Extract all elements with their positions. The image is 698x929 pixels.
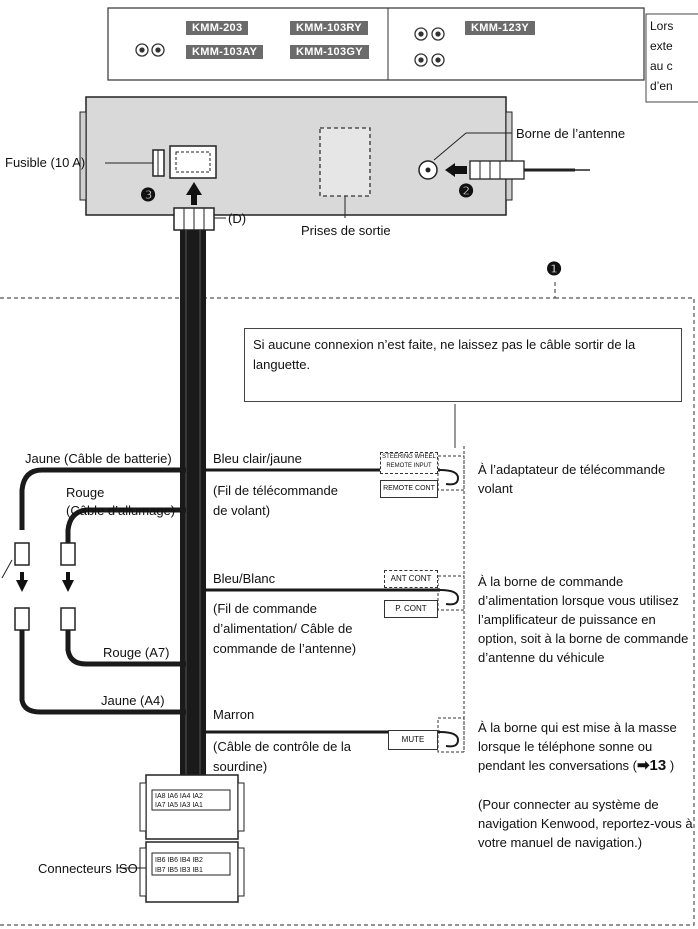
label-brown: Marron <box>213 707 255 722</box>
note-text: Si aucune connexion n’est faite, ne lais… <box>253 337 636 372</box>
label-blue-white: Bleu/Blanc <box>213 571 276 586</box>
fuse-label: Fusible (10 A) <box>5 155 86 170</box>
label-yellow-a4: Jaune (A4) <box>101 693 165 708</box>
jack-icons-right <box>414 27 445 67</box>
model-kmm-203: KMM-203 <box>186 21 249 35</box>
tag-remote-cont: REMOTE CONT <box>380 480 438 498</box>
label-yellow-battery: Jaune (Câble de batterie) <box>25 451 172 466</box>
side-note-line-3: au c <box>650 59 673 73</box>
yellow-battery-wire <box>19 467 186 530</box>
sleeve-mute <box>437 717 465 753</box>
yellow-a4-wire <box>19 630 186 715</box>
tag-steering-line-1: STEERING WHEEL <box>382 454 436 460</box>
tag-steering-line-2: REMOTE INPUT <box>386 463 432 469</box>
dest-mute-prefix: À la borne qui est mise à la masse lorsq… <box>478 720 677 773</box>
model-kmm-103ry: KMM-103RY <box>290 21 368 35</box>
power-socket <box>169 145 217 179</box>
jack-icons-left <box>135 43 165 57</box>
model-kmm-103ay: KMM-103AY <box>186 45 264 59</box>
label-light-blue-desc-1: (Fil de télécommande <box>213 483 338 498</box>
side-note-box <box>645 13 698 103</box>
label-blue-white-desc-3: commande de l’antenne) <box>213 641 357 656</box>
tag-steering-wheel-remote: STEERING WHEEL REMOTE INPUT <box>380 452 438 474</box>
label-red-ignition-1: Rouge <box>66 485 105 500</box>
label-blue-white-desc-2: d’alimentation/ Câble de <box>213 621 353 636</box>
dest-mute-suffix: ) <box>666 758 675 773</box>
tag-mute: MUTE <box>388 730 438 750</box>
callout-2: ❷ <box>458 181 475 201</box>
dest-mute-ref: ➡13 <box>636 757 667 774</box>
iso-b-row-top: IB6 IB6 IB4 IB2 <box>155 857 203 864</box>
model-kmm-123y: KMM-123Y <box>465 21 536 35</box>
dest-mute-note: (Pour connecter au système de navigation… <box>478 797 693 850</box>
iso-a-row-top: IA8 IA6 IA4 IA2 <box>155 793 203 800</box>
label-brown-desc-1: (Câble de contrôle de la <box>213 739 352 754</box>
label-red-ignition-2: (Câble d’allumage) <box>66 503 176 518</box>
label-blue-white-desc-1: (Fil de commande <box>213 601 318 616</box>
tag-ant-cont: ANT CONT <box>384 570 438 588</box>
dest-power: À la borne de commande d’alimentation lo… <box>478 574 689 665</box>
dest-steering: À l’adaptateur de télécommande volant <box>478 462 666 496</box>
label-brown-desc-2: sourdine) <box>213 759 268 774</box>
antenna-plug <box>469 160 525 180</box>
label-light-blue-desc-2: de volant) <box>213 503 271 518</box>
connector-d-label: (D) <box>228 211 247 226</box>
output-jacks <box>319 127 371 197</box>
iso-label: Connecteurs ISO <box>38 861 138 876</box>
dest-mute: À la borne qui est mise à la masse lorsq… <box>478 718 690 775</box>
side-note-line-2: exte <box>650 39 673 53</box>
label-red-a7: Rouge (A7) <box>103 645 170 660</box>
callout-3: ❸ <box>140 185 157 205</box>
models-panel <box>107 7 645 81</box>
output-jacks-label: Prises de sortie <box>301 223 391 238</box>
label-light-blue: Bleu clair/jaune <box>213 451 302 466</box>
callout-1: ❶ <box>546 259 563 279</box>
red-ignition-wire <box>65 507 186 545</box>
red-a7-wire <box>65 630 186 667</box>
tag-p-cont: P. CONT <box>384 600 438 618</box>
note-box: Si aucune connexion n’est faite, ne lais… <box>244 328 682 402</box>
antenna-terminal-label: Borne de l’antenne <box>516 126 626 141</box>
side-note-line-1: Lors <box>650 19 674 33</box>
model-kmm-103gy: KMM-103GY <box>290 45 369 59</box>
side-note-line-4: d’en <box>650 79 673 93</box>
iso-b-row-bottom: IB7 IB5 IB3 IB1 <box>155 867 203 874</box>
iso-a-row-bottom: IA7 IA5 IA3 IA1 <box>155 802 203 809</box>
